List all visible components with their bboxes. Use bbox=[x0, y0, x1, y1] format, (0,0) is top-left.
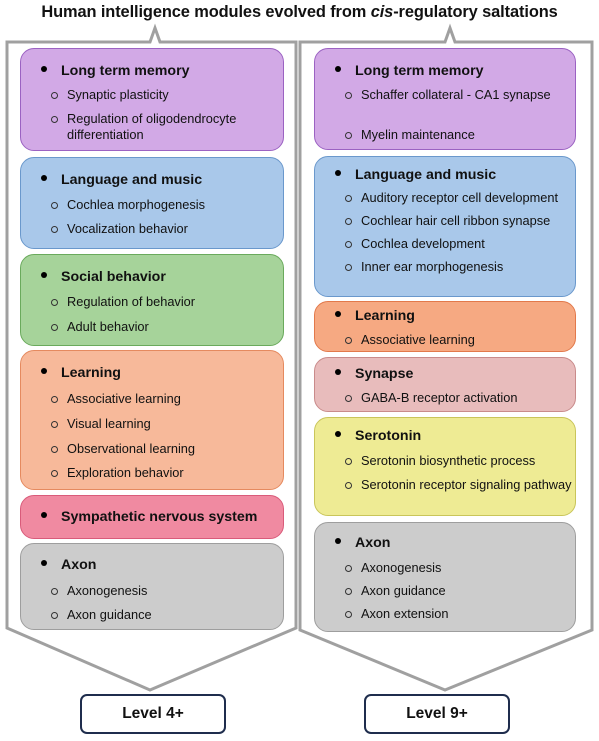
module-subitem: Axon guidance bbox=[345, 583, 573, 599]
module-title: Language and music bbox=[335, 167, 496, 183]
module-subitem: Cochlea development bbox=[345, 236, 573, 252]
module-subitem: Axon extension bbox=[345, 606, 573, 622]
module-title: Serotonin bbox=[335, 428, 421, 444]
module-subitem: Associative learning bbox=[345, 332, 573, 348]
module-title: Axon bbox=[41, 557, 96, 573]
module-subitem: Axonogenesis bbox=[345, 560, 573, 576]
module-subitem: Cochlea morphogenesis bbox=[51, 197, 281, 213]
module-title: Social behavior bbox=[41, 269, 166, 285]
module-subitem: Inner ear morphogenesis bbox=[345, 259, 573, 275]
module-subitem: Myelin maintenance bbox=[345, 127, 573, 143]
module-card-sympathetic-nervous-system: Sympathetic nervous system bbox=[20, 495, 284, 539]
module-subitem: Regulation of behavior bbox=[51, 294, 281, 310]
module-subitem: Observational learning bbox=[51, 441, 281, 457]
module-subitem: Axonogenesis bbox=[51, 583, 281, 599]
module-subitem: Associative learning bbox=[51, 391, 281, 407]
module-title: Learning bbox=[41, 365, 121, 381]
module-title: Synapse bbox=[335, 366, 413, 382]
module-subitem: Serotonin receptor signaling pathway bbox=[345, 477, 573, 493]
module-subitem: Schaffer collateral - CA1 synapse bbox=[345, 87, 573, 103]
figure-title: Human intelligence modules evolved from … bbox=[41, 3, 558, 21]
module-subitem: Visual learning bbox=[51, 416, 281, 432]
module-title: Sympathetic nervous system bbox=[41, 509, 257, 525]
module-subitem: Regulation of oligodendrocyte differenti… bbox=[51, 111, 281, 143]
module-title: Long term memory bbox=[41, 63, 190, 79]
module-subitem: GABA-B receptor activation bbox=[345, 390, 573, 406]
module-subitem: Cochlear hair cell ribbon synapse bbox=[345, 213, 573, 229]
module-subitem: Serotonin biosynthetic process bbox=[345, 453, 573, 469]
module-subitem: Synaptic plasticity bbox=[51, 87, 281, 103]
level-9-label: Level 9+ bbox=[364, 694, 510, 734]
module-subitem: Adult behavior bbox=[51, 319, 281, 335]
module-subitem: Axon guidance bbox=[51, 607, 281, 623]
level-4-label: Level 4+ bbox=[80, 694, 226, 734]
module-subitem: Auditory receptor cell development bbox=[345, 190, 573, 206]
module-title: Long term memory bbox=[335, 63, 484, 79]
module-title: Learning bbox=[335, 308, 415, 324]
module-subitem: Vocalization behavior bbox=[51, 221, 281, 237]
module-title: Language and music bbox=[41, 172, 202, 188]
module-title: Axon bbox=[335, 535, 390, 551]
module-subitem: Exploration behavior bbox=[51, 465, 281, 481]
